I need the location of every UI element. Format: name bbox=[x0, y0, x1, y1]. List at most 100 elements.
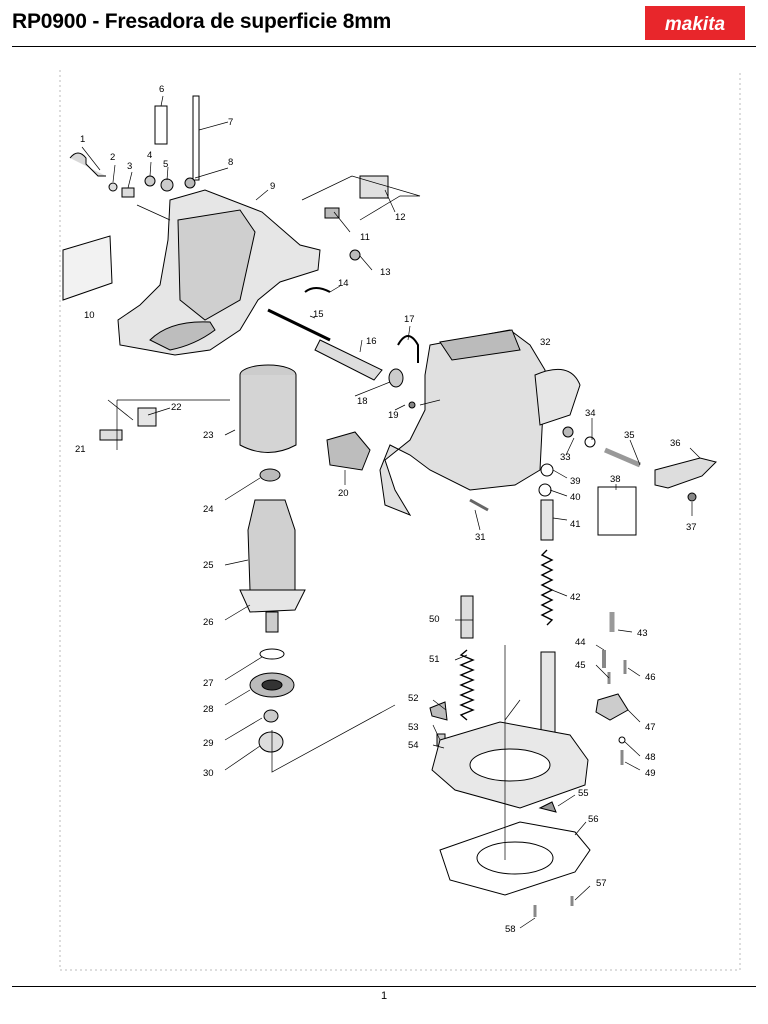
part-11-carbon-brush bbox=[324, 207, 340, 219]
part-20-switch bbox=[326, 431, 371, 471]
part-25-armature bbox=[247, 499, 296, 591]
callout-55: 55 bbox=[578, 788, 589, 799]
callout-28: 28 bbox=[203, 704, 214, 715]
part-32-motor-housing bbox=[379, 329, 546, 517]
part-15-pin bbox=[267, 308, 331, 342]
callout-4: 4 bbox=[147, 150, 152, 161]
part-22-capacitor bbox=[137, 407, 157, 427]
callout-22: 22 bbox=[171, 402, 182, 413]
part-41-column bbox=[540, 499, 554, 541]
callout-49: 49 bbox=[645, 768, 656, 779]
callout-2: 2 bbox=[110, 152, 115, 163]
callout-50: 50 bbox=[429, 614, 440, 625]
part-4-nut bbox=[144, 175, 156, 187]
callout-1: 1 bbox=[80, 134, 85, 145]
part-38-label bbox=[597, 486, 637, 536]
part-26-fan bbox=[239, 589, 306, 613]
part-14-clip bbox=[304, 287, 331, 293]
callout-23: 23 bbox=[203, 430, 214, 441]
part-35-bolt bbox=[604, 447, 641, 468]
callout-58: 58 bbox=[505, 924, 516, 935]
callout-16: 16 bbox=[366, 336, 377, 347]
part-40-ring bbox=[538, 483, 552, 497]
callout-52: 52 bbox=[408, 693, 419, 704]
callout-10: 10 bbox=[84, 310, 95, 321]
callout-45: 45 bbox=[575, 660, 586, 671]
part-6-label bbox=[154, 105, 168, 145]
callout-33: 33 bbox=[560, 452, 571, 463]
callout-32: 32 bbox=[540, 337, 551, 348]
callout-25: 25 bbox=[203, 560, 214, 571]
callout-13: 13 bbox=[380, 267, 391, 278]
callout-5: 5 bbox=[163, 159, 168, 170]
part-39-ring bbox=[540, 463, 554, 477]
footer-divider bbox=[12, 986, 756, 987]
header-divider bbox=[12, 46, 756, 47]
callout-41: 41 bbox=[570, 519, 581, 530]
part-36-handle bbox=[654, 457, 717, 489]
callout-47: 47 bbox=[645, 722, 656, 733]
part-37-screw bbox=[687, 492, 697, 502]
part-55-clip bbox=[538, 801, 557, 813]
part-27-washer bbox=[259, 648, 285, 660]
callout-40: 40 bbox=[570, 492, 581, 503]
callout-26: 26 bbox=[203, 617, 214, 628]
callout-19: 19 bbox=[388, 410, 399, 421]
part-2-washer bbox=[108, 182, 118, 192]
callout-30: 30 bbox=[203, 768, 214, 779]
callout-21: 21 bbox=[75, 444, 86, 455]
callout-18: 18 bbox=[357, 396, 368, 407]
callout-48: 48 bbox=[645, 752, 656, 763]
callout-31: 31 bbox=[475, 532, 486, 543]
makita-logo: makita bbox=[645, 6, 745, 40]
callout-54: 54 bbox=[408, 740, 419, 751]
part-34-washer bbox=[584, 436, 596, 448]
callout-11: 11 bbox=[360, 232, 370, 243]
part-30-nut bbox=[258, 731, 284, 753]
part-1-knob bbox=[69, 152, 106, 177]
callout-29: 29 bbox=[203, 738, 214, 749]
exploded-parts-diagram: 1 2 3 4 5 6 7 8 9 10 11 12 13 14 15 16 1… bbox=[0, 50, 768, 984]
page-number: 1 bbox=[380, 990, 388, 1002]
part-16-lever bbox=[314, 339, 383, 381]
callout-44: 44 bbox=[575, 637, 586, 648]
callout-56: 56 bbox=[588, 814, 599, 825]
callout-53: 53 bbox=[408, 722, 419, 733]
callout-46: 46 bbox=[645, 672, 656, 683]
callout-20: 20 bbox=[338, 488, 349, 499]
callout-17: 17 bbox=[404, 314, 415, 325]
callout-9: 9 bbox=[270, 181, 275, 192]
part-17-spring bbox=[397, 335, 419, 363]
part-50-rod bbox=[460, 595, 474, 639]
part-23-field bbox=[239, 375, 297, 453]
part-48-ball bbox=[618, 736, 626, 744]
callout-6: 6 bbox=[159, 84, 164, 95]
callout-12: 12 bbox=[395, 212, 406, 223]
callout-42: 42 bbox=[570, 592, 581, 603]
part-33-nut bbox=[562, 426, 574, 438]
callout-37: 37 bbox=[686, 522, 697, 533]
part-13-nut bbox=[349, 249, 361, 261]
part-42-spring bbox=[540, 549, 554, 626]
part-19-screw bbox=[408, 401, 416, 409]
part-3-plate bbox=[121, 187, 135, 198]
callout-43: 43 bbox=[637, 628, 648, 639]
callout-38: 38 bbox=[610, 474, 621, 485]
page-title: RP0900 - Fresadora de superficie 8mm bbox=[12, 10, 392, 33]
callout-14: 14 bbox=[338, 278, 349, 289]
callout-3: 3 bbox=[127, 161, 132, 172]
part-52-wing-bolt bbox=[429, 701, 448, 721]
brand-text: makita bbox=[665, 14, 726, 35]
part-29-collet bbox=[263, 709, 279, 723]
part-51-spring bbox=[459, 649, 475, 721]
part-7-rod bbox=[192, 95, 200, 181]
callout-27: 27 bbox=[203, 678, 214, 689]
part-8-spring bbox=[184, 177, 196, 189]
part-12-brush-holder bbox=[359, 175, 389, 199]
callout-35: 35 bbox=[624, 430, 635, 441]
callout-51: 51 bbox=[429, 654, 440, 665]
callout-8: 8 bbox=[228, 157, 233, 168]
callout-36: 36 bbox=[670, 438, 681, 449]
part-31-screw bbox=[469, 498, 489, 512]
part-5-collar bbox=[160, 178, 174, 192]
